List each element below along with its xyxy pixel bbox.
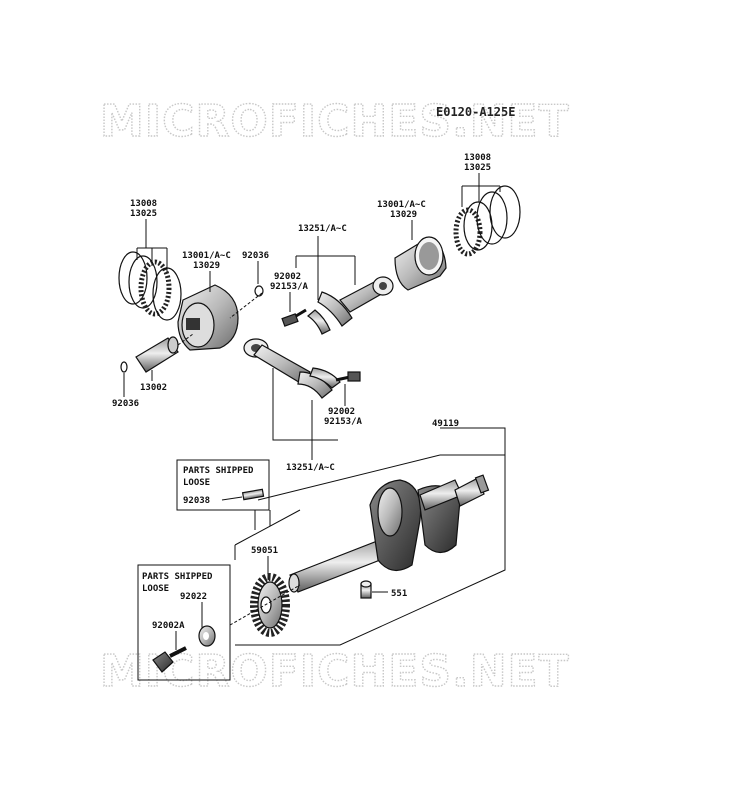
piston-right: [394, 236, 447, 291]
lower-box-title-1: PARTS SHIPPED: [142, 572, 213, 582]
label-gear: 59051: [251, 546, 278, 556]
label-piston-left-b: 13029: [193, 261, 220, 271]
piston-rings-right: [453, 185, 521, 257]
connecting-rod-middle: [243, 338, 341, 399]
label-rings-right-a: 13008: [464, 153, 491, 163]
bolt-middle: [335, 371, 361, 382]
bolt-top: [281, 308, 307, 327]
label-crankshaft: 49119: [432, 419, 459, 429]
label-pin: 13002: [140, 383, 167, 393]
circlip-top: [254, 285, 264, 297]
label-rings-right-b: 13025: [464, 163, 491, 173]
dowel-pin: [360, 580, 372, 599]
label-circlip-bottom: 92036: [112, 399, 139, 409]
upper-box-title-1: PARTS SHIPPED: [183, 466, 254, 476]
lower-box-title-2: LOOSE: [142, 584, 169, 594]
diagram-code: E0120-A125E: [436, 105, 515, 119]
label-conrod-top: 13251/A~C: [298, 224, 347, 234]
piston-rings-left: [118, 251, 182, 321]
label-bolt-mid-a: 92002: [328, 407, 355, 417]
connecting-rod-top: [307, 276, 394, 335]
gear-bolt: [152, 646, 187, 673]
label-rings-left-b: 13025: [130, 209, 157, 219]
label-circlip-top: 92036: [242, 251, 269, 261]
piston-left: [177, 284, 239, 351]
label-key: 92038: [183, 496, 210, 506]
label-dowel: 551: [391, 589, 407, 599]
label-rings-left-a: 13008: [130, 199, 157, 209]
watermark-top: MICROFICHES.NET: [100, 96, 570, 147]
label-conrod-bottom: 13251/A~C: [286, 463, 335, 473]
label-washer: 92022: [180, 592, 207, 602]
label-piston-left-a: 13001/A~C: [182, 251, 231, 261]
loose-parts-box-upper: PARTS SHIPPED LOOSE 92038: [176, 459, 271, 530]
label-bolt-mid-b: 92153/A: [324, 417, 363, 427]
crankshaft-leader: [440, 427, 506, 456]
crank-gear: [250, 573, 290, 637]
label-bolt-top-b: 92153/A: [270, 282, 309, 292]
upper-box-title-2: LOOSE: [183, 478, 210, 488]
label-piston-right-a: 13001/A~C: [377, 200, 426, 210]
crankshaft: [288, 474, 490, 593]
label-bolt-top-a: 92002: [274, 272, 301, 282]
piston-pin: [135, 336, 179, 373]
loose-parts-box-lower: PARTS SHIPPED LOOSE 92022 92002A: [137, 564, 231, 681]
circlip-bottom: [120, 361, 128, 373]
label-gear-bolt: 92002A: [152, 621, 185, 631]
label-piston-right-b: 13029: [390, 210, 417, 220]
woodruff-key: [241, 488, 265, 501]
